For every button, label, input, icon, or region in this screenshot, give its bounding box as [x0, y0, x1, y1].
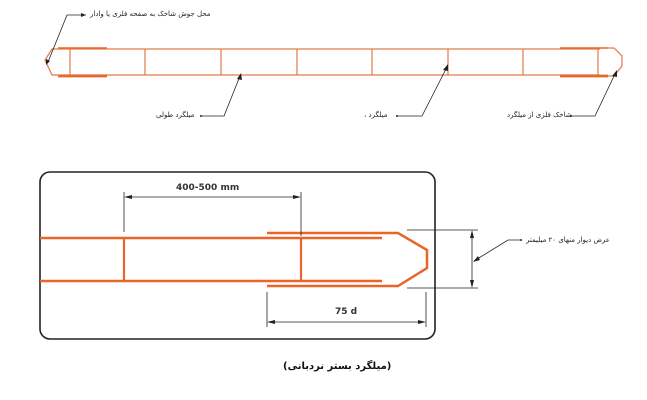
label-wall-width: عرض دیوار منهای ۲۰ میلیمتر: [526, 236, 610, 244]
dimension-spacing: 400-500 mm: [176, 183, 240, 193]
label-metal-branch: شاخک فلزی از میلگرد: [507, 111, 572, 119]
detail-ladder-rebar: [39, 171, 522, 340]
label-longitudinal-bar: میلگرد طولی: [156, 111, 195, 119]
figure-caption: (میلگرد بستر نردبانی): [283, 361, 392, 372]
label-rebar: میلگرد ،: [364, 111, 388, 119]
label-weld-location: محل جوش شاخک به صفحه فلزی یا وادار: [90, 10, 211, 18]
dimension-overlap: 75 d: [335, 307, 358, 317]
top-ladder-rebar: [44, 13, 623, 117]
